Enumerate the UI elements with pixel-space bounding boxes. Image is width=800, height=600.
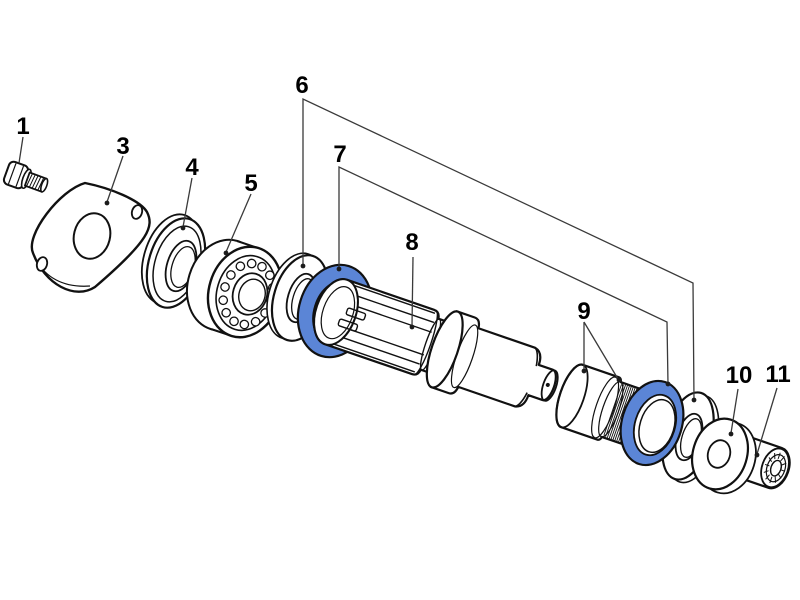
shaft-spline-lines — [333, 284, 439, 376]
callout-10: 10 — [726, 362, 753, 389]
callout-5: 5 — [244, 170, 257, 197]
callout-8: 8 — [405, 229, 418, 256]
leader-11 — [756, 387, 778, 455]
callout-1: 1 — [16, 113, 29, 140]
callout-labels: 1 3 4 5 6 7 8 9 10 11 — [16, 72, 790, 389]
callout-6: 6 — [295, 72, 308, 99]
callout-4: 4 — [185, 154, 199, 181]
callout-11: 11 — [765, 361, 790, 388]
part-splined-shaft — [313, 278, 559, 408]
leader-4 — [182, 177, 193, 228]
part-highlight-ring-right — [619, 379, 685, 467]
leader-9 — [583, 321, 619, 380]
part-bolt — [2, 160, 49, 193]
leader-3 — [106, 155, 124, 203]
leader-6 — [302, 97, 695, 402]
bushing-spline-ticks — [763, 452, 787, 484]
leader-dots — [104, 200, 760, 458]
callout-7: 7 — [333, 141, 346, 168]
part-washer — [691, 417, 757, 495]
part-flange-plate — [30, 181, 151, 293]
leader-5 — [225, 193, 252, 253]
leader-8 — [411, 256, 414, 327]
leader-1 — [18, 136, 24, 164]
leader-10 — [730, 388, 739, 434]
part-ball-bearing — [186, 238, 284, 339]
leader-7 — [338, 165, 669, 385]
leader-lines — [18, 97, 778, 455]
callout-9: 9 — [577, 298, 590, 325]
callout-3: 3 — [116, 133, 129, 160]
